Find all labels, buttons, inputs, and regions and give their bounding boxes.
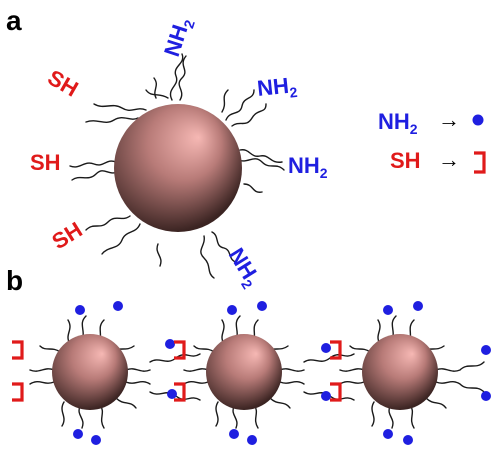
nanoparticle-3: [362, 334, 438, 410]
legend-thiol-label: SH: [390, 148, 421, 173]
thiol-bracket: [12, 382, 24, 402]
nanoparticle-1: [52, 334, 128, 410]
thiol-bracket: [330, 382, 342, 402]
amine-dot: [481, 345, 491, 355]
panel-b-chains: [29, 315, 485, 429]
amine-dot: [481, 391, 491, 401]
legend-amine-label: NH2: [378, 109, 418, 137]
amine-dot: [383, 429, 393, 439]
amine-dot: [257, 301, 267, 311]
amine-dot: [91, 435, 101, 445]
amine-dot: [75, 305, 85, 315]
legend-thiol-arrow: →: [438, 147, 460, 172]
amine-label-upper-right: NH2: [256, 72, 298, 104]
thiol-bracket: [174, 340, 186, 360]
amine-dot: [413, 301, 423, 311]
panel-b-label: b: [6, 265, 23, 296]
panel-a-chains: [69, 53, 285, 279]
amine-dots: [73, 301, 491, 445]
blue-dot-icon: [472, 114, 484, 126]
amine-label-top: NH2: [159, 14, 198, 60]
nanoparticle-large: [114, 104, 242, 232]
amine-dot: [227, 305, 237, 315]
panel-a-label: a: [6, 5, 22, 36]
thiol-label-top-left: SH: [44, 65, 83, 102]
amine-dot: [383, 305, 393, 315]
amine-dot: [73, 429, 83, 439]
nanoparticle-2: [206, 334, 282, 410]
thiol-bracket: [12, 340, 24, 360]
amine-dot: [165, 339, 175, 349]
legend: NH2 → SH →: [378, 107, 486, 174]
amine-dot: [167, 389, 177, 399]
thiol-bracket: [174, 382, 186, 402]
amine-dot: [321, 343, 331, 353]
amine-dot: [403, 435, 413, 445]
amine-dot: [247, 435, 257, 445]
thiol-brackets: [12, 340, 342, 402]
amine-dot: [229, 429, 239, 439]
amine-dot: [113, 301, 123, 311]
red-bracket-icon: [474, 151, 486, 174]
amine-label-right: NH2: [288, 153, 328, 181]
thiol-label-left: SH: [30, 150, 61, 175]
thiol-bracket: [330, 340, 342, 360]
thiol-label-bottom-left: SH: [47, 217, 86, 254]
legend-amine-arrow: →: [438, 107, 460, 132]
amine-dot: [321, 391, 331, 401]
